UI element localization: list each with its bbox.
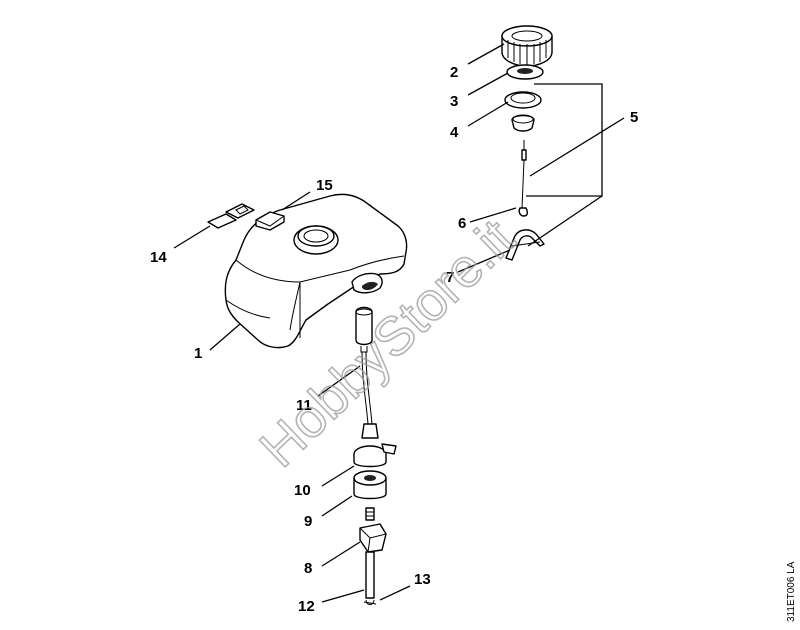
reference-code: 311ET006 LA xyxy=(786,561,797,622)
callout-2: 2 xyxy=(450,64,458,81)
callout-13: 13 xyxy=(414,571,431,588)
callout-10: 10 xyxy=(294,482,311,499)
callout-4: 4 xyxy=(450,124,459,141)
callout-15: 15 xyxy=(316,177,333,194)
leader-lines xyxy=(173,43,625,603)
callout-12: 12 xyxy=(298,598,315,615)
callout-7: 7 xyxy=(446,269,454,286)
callout-9: 9 xyxy=(304,513,312,530)
decal-set xyxy=(207,203,285,231)
callout-1: 1 xyxy=(194,345,202,362)
cap-washer xyxy=(506,64,544,80)
hose-end xyxy=(363,599,377,605)
callout-5: 5 xyxy=(630,109,638,126)
callout-8: 8 xyxy=(304,560,312,577)
callout-14: 14 xyxy=(150,249,167,266)
fuel-valve xyxy=(359,507,387,599)
tank-cap xyxy=(501,25,553,67)
hose-clamp xyxy=(353,443,397,468)
callout-3: 3 xyxy=(450,93,458,110)
seal-ring xyxy=(504,91,542,132)
fuel-tank xyxy=(224,193,408,349)
vent-assembly xyxy=(505,140,545,261)
grommet xyxy=(353,470,387,500)
callout-labels: 1 2 3 4 5 6 7 8 9 10 11 12 13 14 15 xyxy=(150,64,638,615)
callout-6: 6 xyxy=(458,215,466,232)
pickup-hose xyxy=(355,306,379,439)
callout-11: 11 xyxy=(296,397,312,414)
